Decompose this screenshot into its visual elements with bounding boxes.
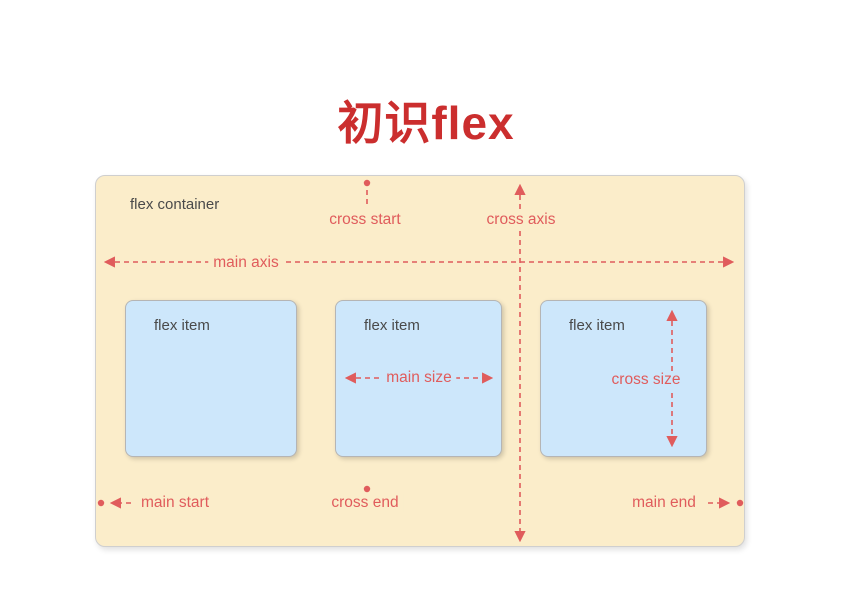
cross-start-label: cross start [324,211,406,229]
flex-item-1: flex item [125,300,297,457]
main-end-label: main end [627,494,701,512]
main-axis-label: main axis [208,254,284,272]
flex-item-2-label: flex item [364,317,420,334]
page-title: 初识flex [337,96,515,149]
flex-item-3-label: flex item [569,317,625,334]
main-start-label: main start [135,494,215,512]
flex-container-label: flex container [130,196,220,213]
cross-end-label: cross end [326,494,404,512]
cross-axis-label: cross axis [481,211,561,229]
main-size-label: main size [381,369,457,387]
cross-size-label: cross size [606,371,686,389]
flex-item-1-label: flex item [154,317,210,334]
